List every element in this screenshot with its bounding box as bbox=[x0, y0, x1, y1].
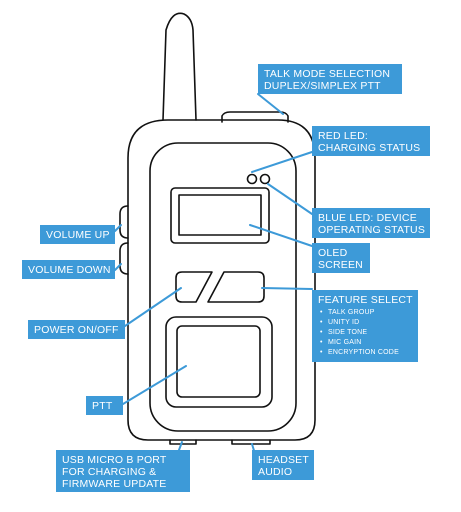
feature-select-title: FEATURE SELECT bbox=[318, 294, 413, 306]
oled-line-1: OLED bbox=[318, 247, 348, 259]
feature-select-callout: FEATURE SELECT TALK GROUP UNITY ID SIDE … bbox=[312, 290, 418, 362]
leader-ptt bbox=[122, 365, 187, 405]
headset-line-1: HEADSET bbox=[258, 454, 309, 466]
blue-led-icon bbox=[259, 173, 271, 185]
ptt-callout: PTT bbox=[86, 396, 123, 415]
blue-led-callout: BLUE LED: DEVICE OPERATING STATUS bbox=[312, 208, 430, 238]
oled-screen-inner bbox=[178, 194, 262, 236]
usb-line-2: FOR CHARGING & bbox=[62, 466, 157, 478]
red-led-icon bbox=[246, 173, 258, 185]
leader-volume-down bbox=[114, 263, 122, 271]
leader-feature-select bbox=[261, 287, 313, 290]
leader-red-led bbox=[251, 151, 313, 173]
red-led-line-2: CHARGING STATUS bbox=[318, 142, 421, 154]
feature-item: TALK GROUP bbox=[320, 308, 412, 318]
power-callout: POWER ON/OFF bbox=[28, 320, 125, 339]
ptt-button-inner bbox=[176, 325, 261, 398]
feature-select-list: TALK GROUP UNITY ID SIDE TONE MIC GAIN E… bbox=[318, 308, 412, 358]
talk-mode-line-2: DUPLEX/SIMPLEX PTT bbox=[264, 80, 381, 92]
feature-left-button bbox=[175, 271, 213, 303]
usb-line-1: USB MICRO B PORT bbox=[62, 454, 167, 466]
leader-volume-up bbox=[114, 224, 122, 232]
red-led-line-1: RED LED: bbox=[318, 130, 369, 142]
feature-right-button bbox=[207, 271, 265, 303]
feature-item: SIDE TONE bbox=[320, 328, 412, 338]
volume-down-label: VOLUME DOWN bbox=[28, 264, 111, 276]
talk-mode-button bbox=[221, 111, 289, 123]
radio-body bbox=[127, 119, 316, 441]
blue-led-line-1: BLUE LED: DEVICE bbox=[318, 212, 417, 224]
ptt-label: PTT bbox=[92, 400, 113, 412]
leader-power bbox=[124, 287, 182, 327]
red-led-callout: RED LED: CHARGING STATUS bbox=[312, 126, 430, 156]
oled-callout: OLED SCREEN bbox=[312, 243, 370, 273]
usb-port bbox=[169, 439, 197, 445]
radio-face bbox=[149, 142, 297, 432]
antenna bbox=[162, 12, 197, 121]
volume-down-button bbox=[119, 242, 129, 275]
usb-callout: USB MICRO B PORT FOR CHARGING & FIRMWARE… bbox=[56, 450, 190, 492]
usb-line-3: FIRMWARE UPDATE bbox=[62, 478, 167, 490]
feature-item: MIC GAIN bbox=[320, 338, 412, 348]
headset-line-2: AUDIO bbox=[258, 466, 293, 478]
oled-line-2: SCREEN bbox=[318, 259, 363, 271]
leader-talk-mode bbox=[257, 93, 284, 115]
headset-callout: HEADSET AUDIO bbox=[252, 450, 314, 480]
volume-up-label: VOLUME UP bbox=[46, 229, 110, 241]
blue-led-line-2: OPERATING STATUS bbox=[318, 224, 426, 236]
feature-item: ENCRYPTION CODE bbox=[320, 348, 412, 358]
leader-blue-led bbox=[267, 183, 313, 215]
ptt-button-outer bbox=[165, 316, 273, 408]
power-label: POWER ON/OFF bbox=[34, 324, 119, 336]
volume-up-button bbox=[119, 205, 129, 239]
leader-oled bbox=[249, 224, 313, 247]
volume-up-callout: VOLUME UP bbox=[40, 225, 115, 244]
feature-item: UNITY ID bbox=[320, 318, 412, 328]
talk-mode-line-1: TALK MODE SELECTION bbox=[264, 68, 391, 80]
volume-down-callout: VOLUME DOWN bbox=[22, 260, 115, 279]
talk-mode-callout: TALK MODE SELECTION DUPLEX/SIMPLEX PTT bbox=[258, 64, 402, 94]
oled-screen-outer bbox=[170, 187, 270, 244]
